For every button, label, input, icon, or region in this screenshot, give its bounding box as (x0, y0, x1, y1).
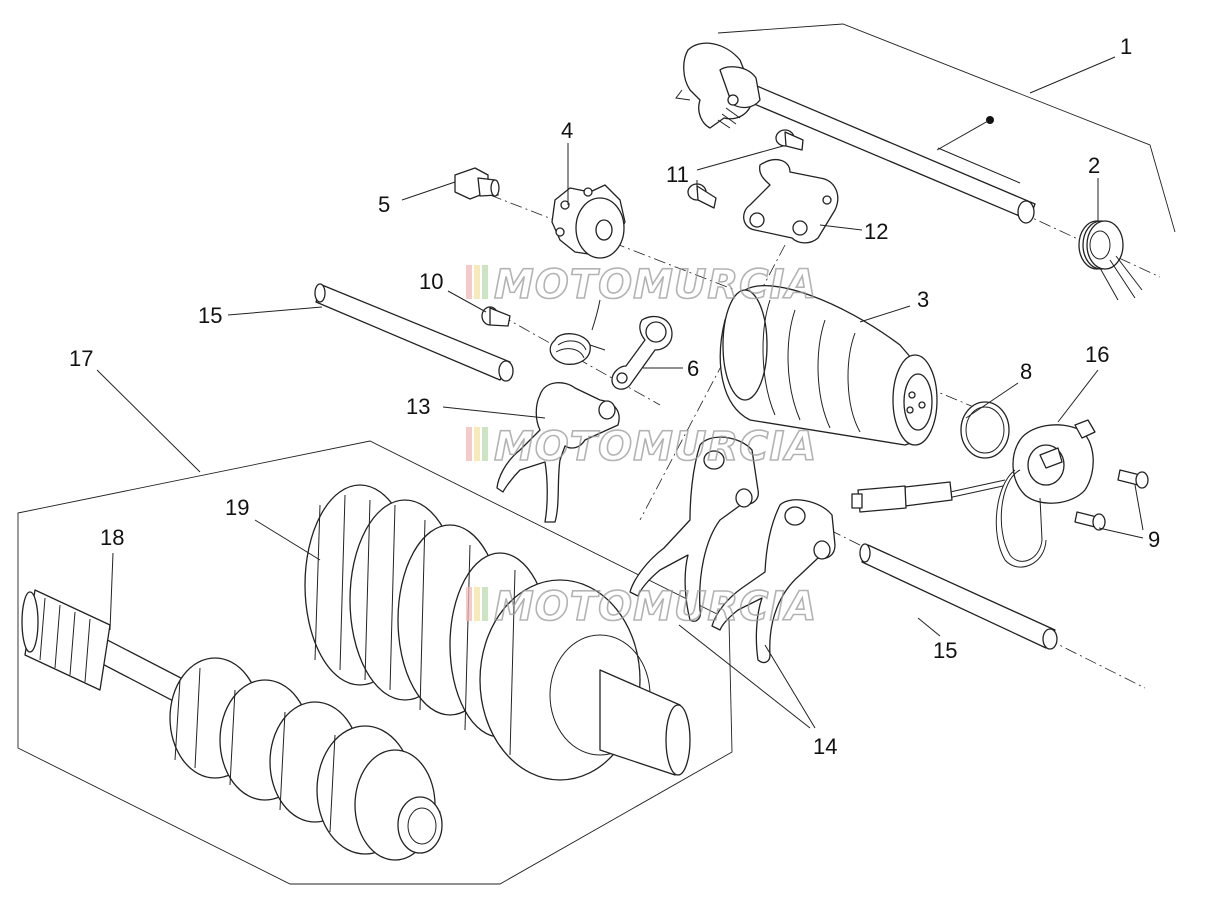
main-shaft-gear-cluster (169, 657, 443, 861)
part-15-fork-rod-lower (859, 543, 1058, 650)
watermark-bottom: MOTOMURCIA (466, 583, 817, 631)
callout-5: 5 (378, 192, 390, 217)
frame-gear-cluster-group (17, 440, 733, 885)
part-13-shift-fork (496, 382, 620, 523)
part-11-screw-b (687, 183, 717, 209)
callout-19: 19 (225, 495, 249, 520)
callout-1: 1 (1120, 34, 1132, 59)
callout-11: 11 (666, 162, 689, 187)
callout-4: 4 (561, 118, 573, 143)
watermark-text-bottom: MOTOMURCIA (494, 584, 817, 630)
callout-14: 14 (813, 734, 837, 759)
part-14-shift-fork-a (629, 436, 759, 622)
part-8-o-ring (960, 401, 1010, 459)
callout-labels: 1 2 3 4 5 6 8 9 10 11 12 13 14 15 15 16 … (69, 34, 1160, 759)
callout-17: 17 (69, 346, 93, 371)
part-5-screw (454, 167, 500, 200)
callout-8: 8 (1020, 359, 1032, 384)
watermark-text-top: MOTOMURCIA (494, 262, 817, 308)
part-15-fork-rod-upper (314, 283, 514, 382)
callout-2: 2 (1088, 153, 1100, 178)
callout-10: 10 (419, 269, 443, 294)
callout-6: 6 (687, 356, 699, 381)
callout-15-upper: 15 (198, 303, 222, 328)
callout-18: 18 (100, 525, 124, 550)
part-index-spring (549, 299, 606, 365)
part-16-gear-sensor (851, 419, 1096, 568)
part-12-plate (743, 159, 839, 244)
part-9-screw-a (1117, 469, 1149, 489)
leader-lines (96, 56, 1144, 729)
part-10-bolt (481, 306, 511, 327)
watermark-top: MOTOMURCIA (466, 261, 817, 309)
watermark-text-middle: MOTOMURCIA (494, 424, 817, 470)
watermark-middle: MOTOMURCIA (466, 423, 817, 471)
callout-3: 3 (917, 287, 929, 312)
part-14-shift-fork-b (711, 499, 836, 664)
part-9-screw-b (1074, 511, 1106, 531)
callout-9: 9 (1148, 527, 1160, 552)
part-18-main-shaft (21, 589, 443, 861)
note-dot (986, 116, 994, 124)
frame-shift-shaft-group (717, 23, 1176, 233)
part-3-selector-drum (719, 285, 938, 446)
callout-15-lower: 15 (933, 638, 957, 663)
part-11-screw-a (775, 129, 804, 151)
callout-12: 12 (864, 219, 888, 244)
callout-13: 13 (406, 394, 430, 419)
part-1-shift-shaft (675, 42, 1036, 224)
part-4-drum-cam (551, 184, 626, 259)
part-6-index-lever (611, 315, 673, 390)
callout-16: 16 (1085, 342, 1109, 367)
part-2-return-spring (1078, 220, 1143, 301)
